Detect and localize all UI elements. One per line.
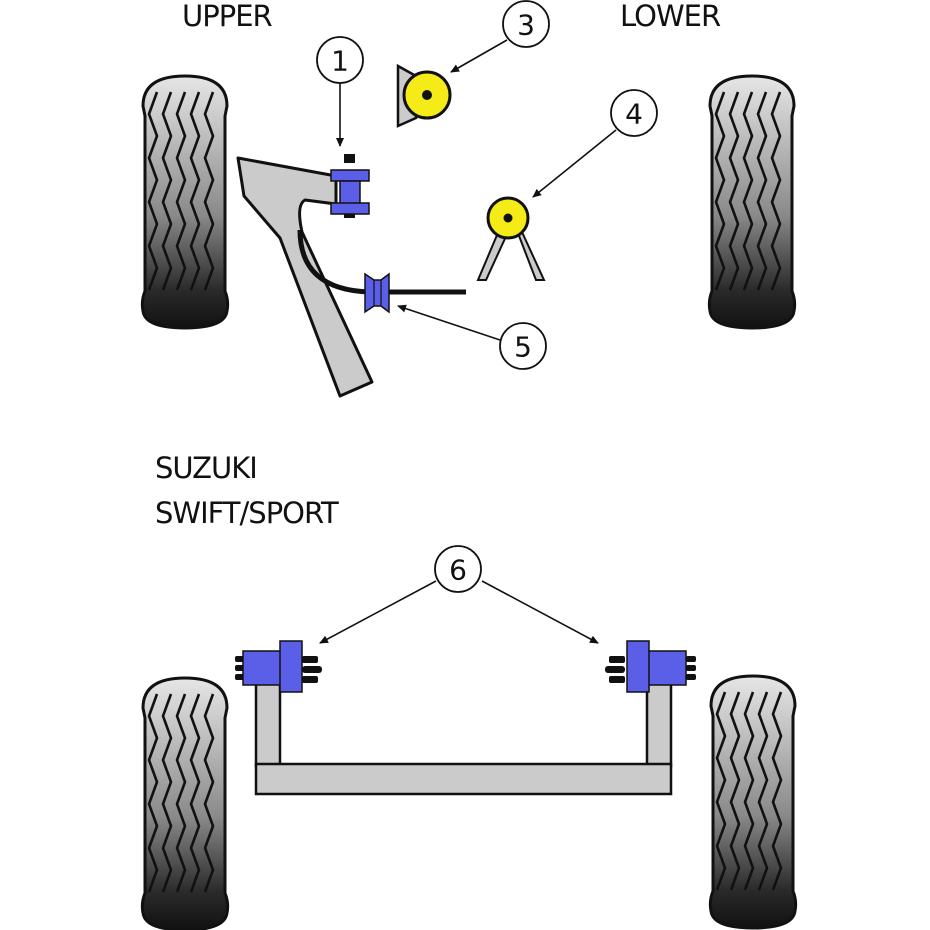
callout-5: 5 — [397, 304, 547, 370]
model-title-line1: SUZUKI — [155, 451, 257, 485]
upper-arm-bushing — [330, 154, 370, 218]
callout-1-number: 1 — [331, 45, 349, 78]
callout-6: 6 — [319, 545, 599, 644]
control-arm — [236, 156, 374, 398]
rear-right-tyre — [708, 674, 798, 930]
front-left-tyre — [140, 74, 230, 330]
callout-5-number: 5 — [514, 331, 532, 364]
lower-round-bushing — [476, 196, 546, 281]
front-right-tyre — [707, 74, 797, 330]
upper-round-bushing — [396, 63, 452, 128]
callout-3-number: 3 — [517, 9, 535, 42]
rear-beam-mount-bushing-right — [605, 640, 696, 693]
model-title-line2: SWIFT/SPORT — [155, 496, 339, 530]
upper-label: UPPER — [182, 0, 273, 33]
callout-4-number: 4 — [625, 98, 643, 131]
anti-roll-bar-bushing — [364, 272, 390, 314]
lower-label: LOWER — [620, 0, 721, 33]
rear-beam — [254, 678, 673, 796]
callout-4: 4 — [532, 89, 658, 198]
rear-beam-mount-bushing-left — [235, 640, 322, 693]
callout-6-number: 6 — [449, 554, 467, 587]
callout-1: 1 — [316, 36, 364, 147]
rear-left-tyre — [140, 676, 230, 930]
callout-3: 3 — [450, 0, 550, 73]
